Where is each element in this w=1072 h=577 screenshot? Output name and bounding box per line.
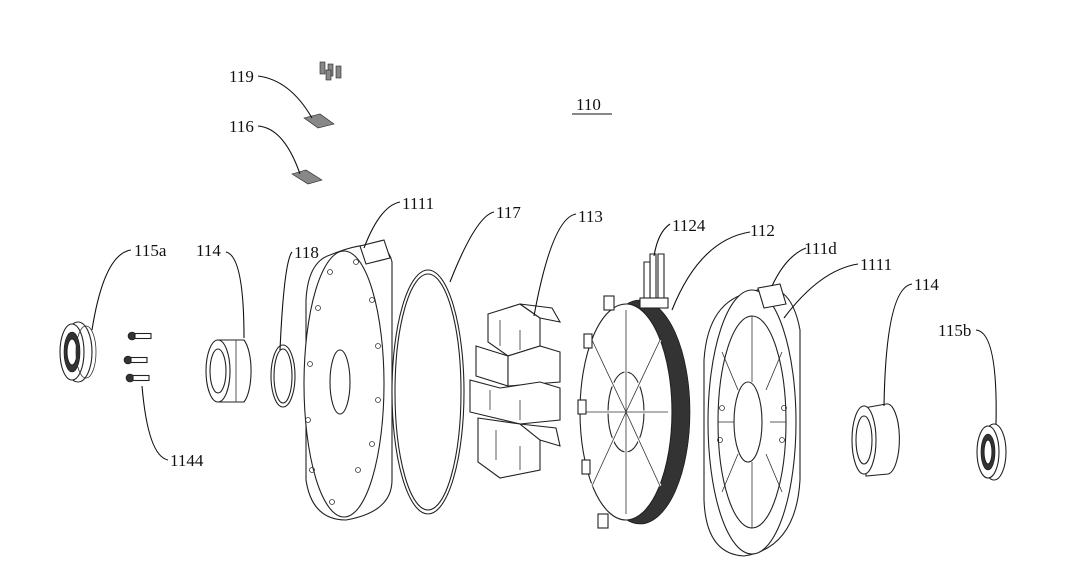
label-116: 116 — [229, 117, 254, 136]
stator-112 — [577, 295, 691, 529]
bracket-119 — [303, 113, 335, 129]
label-117: 117 — [496, 203, 521, 222]
clip-116 — [291, 169, 323, 185]
label-115b: 115b — [938, 321, 971, 340]
label-112: 112 — [750, 221, 775, 240]
label-118: 118 — [294, 243, 319, 262]
leader-lines — [91, 75, 997, 461]
label-114-left: 114 — [196, 241, 221, 260]
end-cover-1111-right — [703, 283, 801, 557]
rotor-113 — [469, 303, 562, 479]
label-113: 113 — [578, 207, 603, 226]
callout-labels: 110 119 116 1111 117 113 1124 112 111d 1… — [134, 67, 971, 470]
label-1111-left: 1111 — [402, 194, 434, 213]
figure-reference-number: 110 — [576, 95, 601, 114]
label-111d: 111d — [804, 239, 837, 258]
label-1144: 1144 — [170, 451, 204, 470]
label-114-right: 114 — [914, 275, 939, 294]
sleeve-114-left — [205, 339, 252, 403]
end-cover-1111-left — [303, 239, 393, 521]
label-115a: 115a — [134, 241, 167, 260]
screws-1144 — [123, 331, 152, 383]
terminals-1124 — [639, 253, 669, 309]
label-119: 119 — [229, 67, 254, 86]
oring-118 — [270, 344, 296, 408]
bearing-115b — [976, 423, 1007, 481]
bolts-group-119 — [319, 61, 342, 81]
sleeve-114-right — [851, 403, 900, 477]
label-1111-right: 1111 — [860, 255, 892, 274]
seal-ring-117 — [391, 269, 465, 515]
bearing-115a — [59, 321, 97, 383]
label-1124: 1124 — [672, 216, 706, 235]
